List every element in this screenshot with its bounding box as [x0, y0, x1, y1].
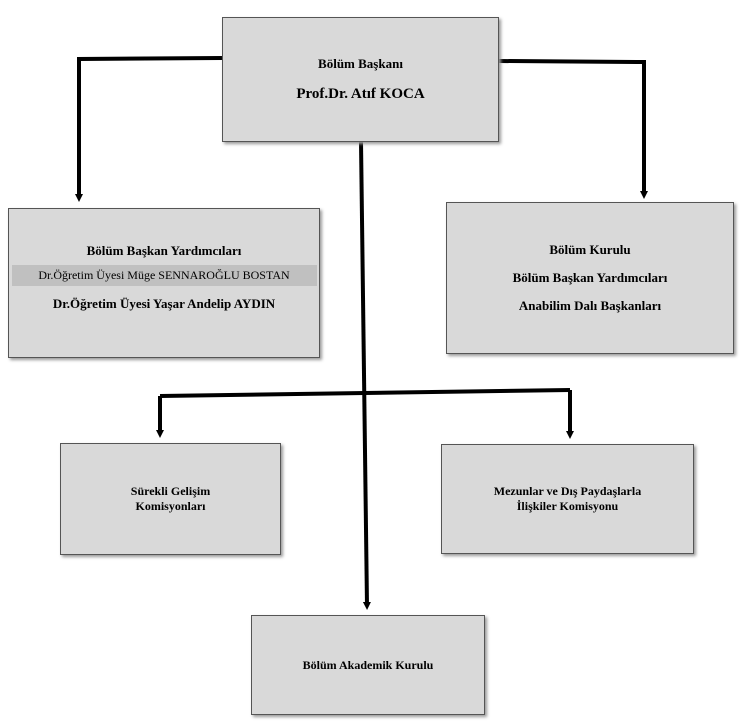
connector-to-academic	[359, 141, 371, 610]
connector-to-deputies	[75, 56, 223, 202]
connector-to-council	[498, 59, 648, 199]
council-line-1: Bölüm Kurulu	[549, 242, 631, 257]
department-head-title: Bölüm Başkanı	[318, 56, 403, 71]
council-line-3: Anabilim Dalı Başkanları	[518, 298, 662, 313]
deputies-title: Bölüm Başkan Yardımcıları	[86, 243, 242, 258]
academic-board-label: Bölüm Akademik Kurulu	[302, 657, 434, 672]
academic-board-box: Bölüm Akademik Kurulu	[251, 615, 485, 715]
department-head-name: Prof.Dr. Atıf KOCA	[296, 86, 425, 102]
department-head-box: Bölüm Başkanı Prof.Dr. Atıf KOCA	[222, 17, 499, 142]
alumni-relations-box: Mezunlar ve Dış Paydaşlarla İlişkiler Ko…	[441, 444, 694, 554]
council-line-2: Bölüm Başkan Yardımcıları	[512, 270, 668, 285]
department-council-box: Bölüm Kurulu Bölüm Başkan Yardımcıları A…	[446, 202, 734, 354]
deputy-2-name: Dr.Öğretim Üyesi Yaşar Andelip AYDIN	[52, 296, 276, 311]
improvement-committees-box: Sürekli Gelişim Komisyonları	[60, 443, 281, 555]
deputies-box: Bölüm Başkan Yardımcıları Dr.Öğretim Üye…	[8, 208, 320, 358]
improvement-line-1: Sürekli Gelişim	[130, 484, 211, 498]
connector-horizontal-bar	[159, 388, 571, 398]
improvement-line-2: Komisyonları	[135, 499, 206, 513]
alumni-line-1: Mezunlar ve Dış Paydaşlarla	[493, 484, 642, 498]
deputy-1-name: Dr.Öğretim Üyesi Müge SENNAROĞLU BOSTAN	[11, 265, 317, 286]
alumni-line-2: İlişkiler Komisyonu	[516, 499, 619, 513]
